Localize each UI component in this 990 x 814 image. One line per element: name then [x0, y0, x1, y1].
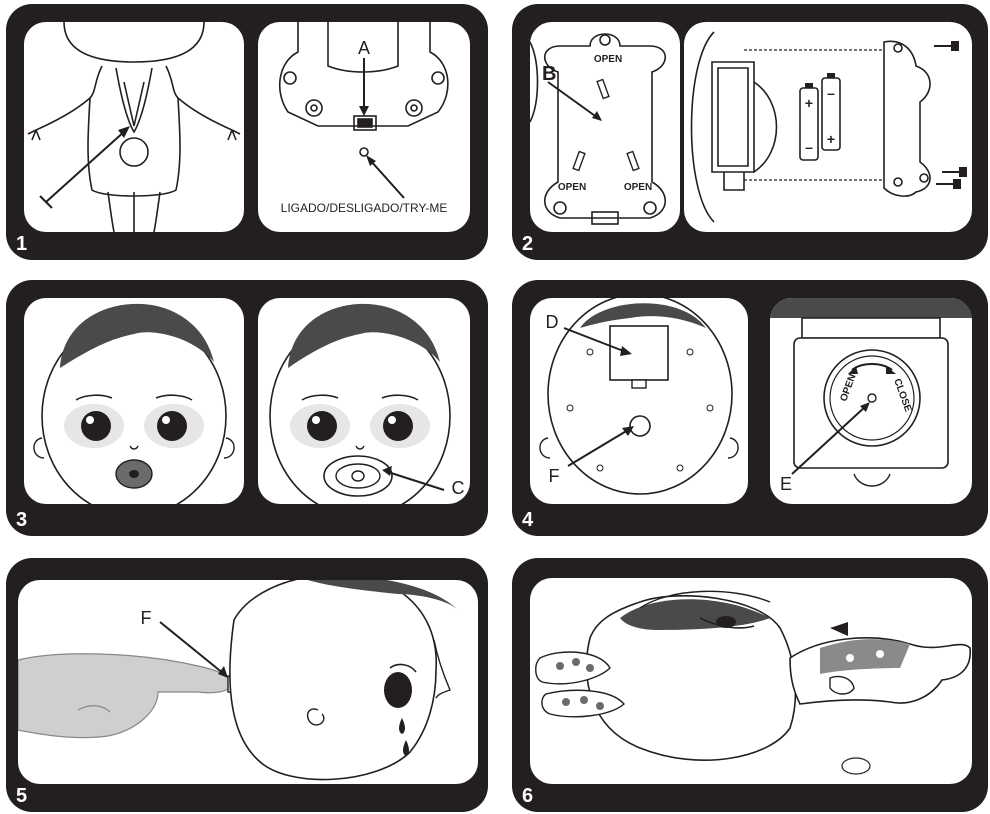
- step-panel-3: C 3: [6, 280, 488, 536]
- step-4-head-back-frame: D F: [530, 298, 748, 504]
- step-number-1: 1: [16, 234, 27, 254]
- battery-2-plus: +: [827, 131, 835, 147]
- step-2-cover-frame: B OPEN OPEN OPEN: [530, 22, 680, 232]
- callout-f-side: F: [141, 608, 152, 628]
- step-panel-6: 6: [512, 558, 988, 812]
- battery-2-minus: –: [827, 85, 835, 101]
- callout-e: E: [780, 474, 792, 494]
- switch-label: LIGADO/DESLIGADO/TRY-ME: [281, 201, 448, 215]
- callout-a: A: [358, 38, 370, 58]
- callout-d: D: [546, 312, 559, 332]
- step-2-batteries-frame: + – – +: [684, 22, 972, 232]
- callout-c: C: [452, 478, 465, 498]
- pacifier: [324, 456, 392, 496]
- step-number-3: 3: [16, 510, 27, 530]
- battery-insertion-illustration: + – – +: [684, 22, 972, 232]
- cover-open-top: OPEN: [594, 54, 622, 65]
- cover-open-right: OPEN: [624, 182, 652, 193]
- finger-icon: [18, 654, 232, 738]
- step-panel-1: A LIGADO/DESLIGADO/TRY-ME 1: [6, 4, 488, 260]
- battery-cover-illustration: B OPEN OPEN OPEN: [530, 22, 680, 232]
- step-panel-5: F 5: [6, 558, 488, 812]
- doll-lying-illustration: [530, 578, 972, 784]
- battery-1: + –: [800, 83, 818, 160]
- battery-1-minus: –: [805, 139, 813, 155]
- removed-cover: [884, 41, 930, 196]
- step-panel-2: B OPEN OPEN OPEN: [512, 4, 988, 260]
- doll-back-illustration: [24, 22, 244, 232]
- step-number-2: 2: [522, 234, 533, 254]
- step-number-6: 6: [522, 786, 533, 806]
- step-1-doll-back-frame: [24, 22, 244, 232]
- finger-press-illustration: F: [18, 580, 478, 784]
- step-6-frame: [530, 578, 972, 784]
- step-number-4: 4: [522, 510, 533, 530]
- power-switch-illustration: A LIGADO/DESLIGADO/TRY-ME: [258, 22, 470, 232]
- battery-1-plus: +: [805, 95, 813, 111]
- screws: [934, 42, 966, 188]
- callout-b: B: [542, 63, 556, 85]
- step-3-pacifier-frame: C: [258, 298, 470, 504]
- pacifier-illustration: C: [258, 298, 470, 504]
- step-number-5: 5: [16, 786, 27, 806]
- cover-open-left: OPEN: [558, 182, 586, 193]
- head-back-illustration: D F: [530, 298, 748, 504]
- doll-face-illustration: [24, 298, 244, 504]
- step-panel-4: D F OPEN CLOSE E 4: [512, 280, 988, 536]
- dial-illustration: OPEN CLOSE E: [770, 298, 972, 504]
- callout-f-back: F: [549, 466, 560, 486]
- step-4-dial-frame: OPEN CLOSE E: [770, 298, 972, 504]
- step-3-face-frame: [24, 298, 244, 504]
- battery-2: – +: [822, 73, 840, 150]
- step-5-frame: F: [18, 580, 478, 784]
- step-1-switch-frame: A LIGADO/DESLIGADO/TRY-ME: [258, 22, 470, 232]
